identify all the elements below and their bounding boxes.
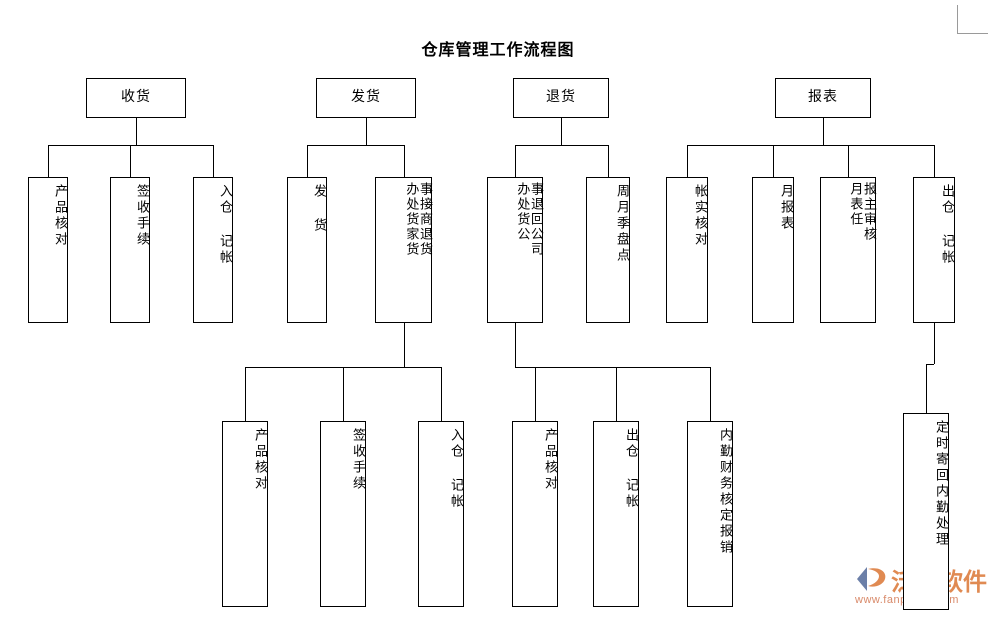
flow-node-label: 发货 — [351, 89, 381, 106]
connector-drop — [307, 145, 308, 177]
flow-node-label: 签收手续 — [134, 184, 149, 248]
connector-drop — [687, 145, 688, 177]
flow-node-label: 出仓 记帐 — [623, 428, 638, 510]
flow-node-label: 周月季盘点 — [614, 184, 629, 264]
flow-node-label: 事接商退货 办处货家货 — [403, 182, 432, 257]
flow-node-a2[interactable]: 签收手续 — [110, 177, 150, 323]
flow-node-label: 收货 — [121, 89, 151, 106]
flow-node-e3[interactable]: 入仓 记帐 — [418, 421, 464, 607]
flow-node-c1[interactable]: 事退回公司 办处货公 — [487, 177, 543, 323]
connector-bus — [515, 367, 710, 368]
flow-node-label: 事退回公司 办处货公 — [514, 182, 543, 257]
connector-drop — [130, 145, 131, 177]
connector-stem — [404, 323, 405, 367]
connector-bus — [687, 145, 934, 146]
connector-drop — [710, 367, 711, 421]
connector-drop — [515, 145, 516, 177]
flow-node-tuihuo[interactable]: 退货 — [513, 78, 609, 118]
fanpu-logo-icon — [857, 567, 886, 591]
flow-node-d1[interactable]: 帐实核对 — [666, 177, 708, 323]
connector-stem — [823, 118, 824, 145]
flow-node-c2[interactable]: 周月季盘点 — [586, 177, 630, 323]
flow-node-f3[interactable]: 内勤财务核定报销 — [687, 421, 733, 607]
connector-bus — [515, 145, 608, 146]
flow-node-e2[interactable]: 签收手续 — [320, 421, 366, 607]
flow-node-fahuo[interactable]: 发货 — [316, 78, 416, 118]
flow-node-label: 入仓 记帐 — [448, 428, 463, 510]
connector-bus — [307, 145, 404, 146]
flow-node-label: 退货 — [546, 89, 576, 106]
flow-node-b1[interactable]: 发 货 — [287, 177, 327, 323]
flow-node-g1[interactable]: 定时寄回内勤处理 — [903, 413, 949, 610]
connector-drop — [848, 145, 849, 177]
connector-stem — [366, 118, 367, 145]
flow-node-label: 入仓 记帐 — [217, 184, 232, 266]
flow-node-d3[interactable]: 报主审核 月表任 — [820, 177, 876, 323]
flow-node-label: 报主审核 月表任 — [847, 182, 876, 242]
flow-node-label: 报表 — [808, 89, 838, 106]
connector-drop — [934, 145, 935, 177]
flow-node-label: 出仓 记帐 — [939, 184, 954, 266]
connector-drop — [213, 145, 214, 177]
connector-drop — [245, 367, 246, 421]
flow-node-f1[interactable]: 产品核对 — [512, 421, 558, 607]
page-margin-corner-mark — [957, 5, 988, 34]
connector-drop — [441, 367, 442, 421]
connector-drop — [343, 367, 344, 421]
connector-stem — [934, 323, 935, 364]
connector-drop — [404, 145, 405, 177]
flow-node-label: 内勤财务核定报销 — [717, 428, 732, 556]
connector-drop — [773, 145, 774, 177]
connector-drop — [608, 145, 609, 177]
connector-drop — [616, 367, 617, 421]
flow-node-shouhuo[interactable]: 收货 — [86, 78, 186, 118]
flow-node-label: 帐实核对 — [692, 184, 707, 248]
flow-node-b2[interactable]: 事接商退货 办处货家货 — [375, 177, 432, 323]
flow-node-label: 产品核对 — [52, 184, 67, 248]
connector-bus — [926, 364, 934, 365]
connector-stem — [561, 118, 562, 145]
page-title: 仓库管理工作流程图 — [421, 40, 575, 59]
connector-drop — [926, 364, 927, 413]
connector-drop — [535, 367, 536, 421]
flow-node-f2[interactable]: 出仓 记帐 — [593, 421, 639, 607]
flow-node-label: 签收手续 — [350, 428, 365, 492]
flow-node-d2[interactable]: 月报表 — [752, 177, 794, 323]
flow-node-d4[interactable]: 出仓 记帐 — [913, 177, 955, 323]
flow-node-label: 月报表 — [778, 184, 793, 232]
flow-node-label: 产品核对 — [252, 428, 267, 492]
flow-node-label: 产品核对 — [542, 428, 557, 492]
connector-stem — [515, 323, 516, 367]
flow-node-label: 定时寄回内勤处理 — [933, 420, 948, 548]
flow-node-e1[interactable]: 产品核对 — [222, 421, 268, 607]
connector-drop — [48, 145, 49, 177]
connector-stem — [136, 118, 137, 145]
flow-node-a3[interactable]: 入仓 记帐 — [193, 177, 233, 323]
flow-node-baobiao[interactable]: 报表 — [775, 78, 871, 118]
flow-node-a1[interactable]: 产品核对 — [28, 177, 68, 323]
flow-node-label: 发 货 — [311, 184, 326, 234]
